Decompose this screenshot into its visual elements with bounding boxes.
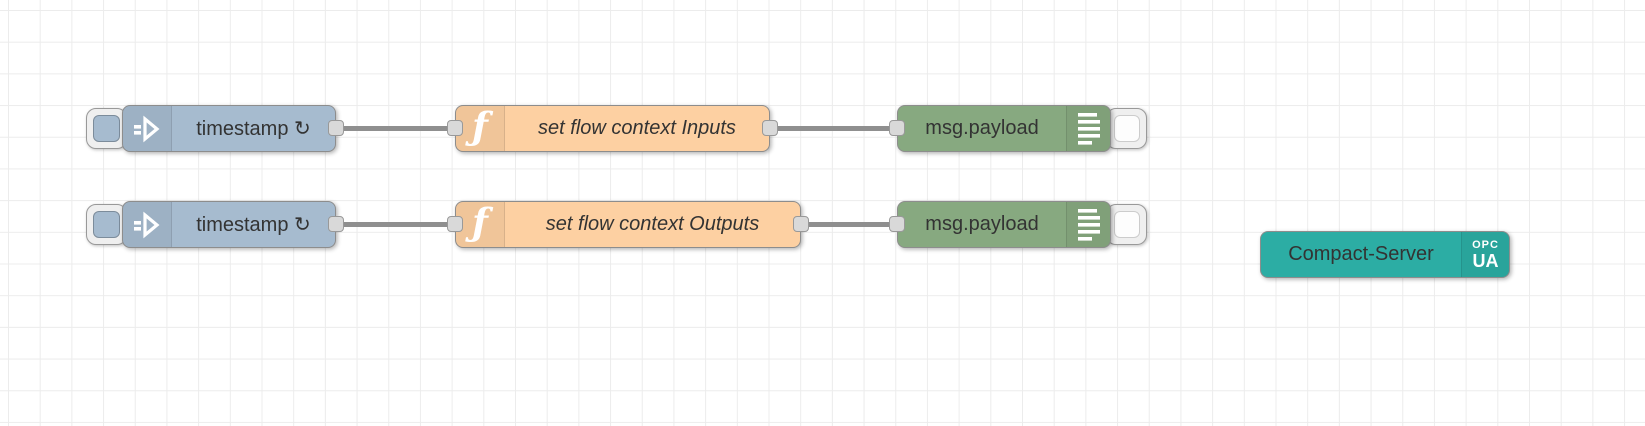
inject-node[interactable]: timestamp ↻: [122, 201, 336, 248]
output-port[interactable]: [762, 120, 778, 136]
debug-node[interactable]: msg.payload: [897, 105, 1111, 152]
function-node[interactable]: ƒ set flow context Outputs: [455, 201, 801, 248]
inject-arrow-icon: [123, 202, 172, 247]
inject-node-label: timestamp ↻: [196, 118, 311, 140]
function-icon: ƒ: [456, 106, 505, 151]
wire[interactable]: [336, 126, 455, 131]
opcua-server-node-label: Compact-Server: [1288, 243, 1434, 265]
output-port[interactable]: [328, 120, 344, 136]
inject-trigger-button[interactable]: [86, 108, 127, 149]
debug-node[interactable]: msg.payload: [897, 201, 1111, 248]
inject-trigger-button-inner: [93, 211, 120, 238]
function-node-label: set flow context Inputs: [538, 117, 736, 139]
opcua-icon-text-bottom: UA: [1472, 250, 1499, 271]
function-icon: ƒ: [456, 202, 505, 247]
debug-toggle-button[interactable]: [1106, 204, 1147, 245]
debug-toggle-button[interactable]: [1106, 108, 1147, 149]
input-port[interactable]: [447, 120, 463, 136]
inject-arrow-icon: [123, 106, 172, 151]
debug-list-icon: [1066, 202, 1110, 247]
wire[interactable]: [801, 222, 897, 227]
wire[interactable]: [336, 222, 455, 227]
function-node[interactable]: ƒ set flow context Inputs: [455, 105, 770, 152]
input-port[interactable]: [889, 120, 905, 136]
function-node-label: set flow context Outputs: [545, 213, 760, 235]
debug-node-label: msg.payload: [925, 213, 1039, 235]
debug-node-label: msg.payload: [925, 117, 1039, 139]
opcua-server-node[interactable]: Compact-Server OPC UA: [1260, 231, 1510, 278]
opcua-icon: OPC UA: [1461, 232, 1509, 277]
input-port[interactable]: [447, 216, 463, 232]
input-port[interactable]: [889, 216, 905, 232]
inject-trigger-button[interactable]: [86, 204, 127, 245]
debug-list-icon: [1066, 106, 1110, 151]
output-port[interactable]: [328, 216, 344, 232]
inject-node[interactable]: timestamp ↻: [122, 105, 336, 152]
output-port[interactable]: [793, 216, 809, 232]
debug-toggle-button-inner: [1113, 115, 1140, 142]
inject-node-label: timestamp ↻: [196, 214, 311, 236]
opcua-icon-text-top: OPC: [1472, 238, 1499, 251]
inject-trigger-button-inner: [93, 115, 120, 142]
wire[interactable]: [770, 126, 897, 131]
debug-toggle-button-inner: [1113, 211, 1140, 238]
